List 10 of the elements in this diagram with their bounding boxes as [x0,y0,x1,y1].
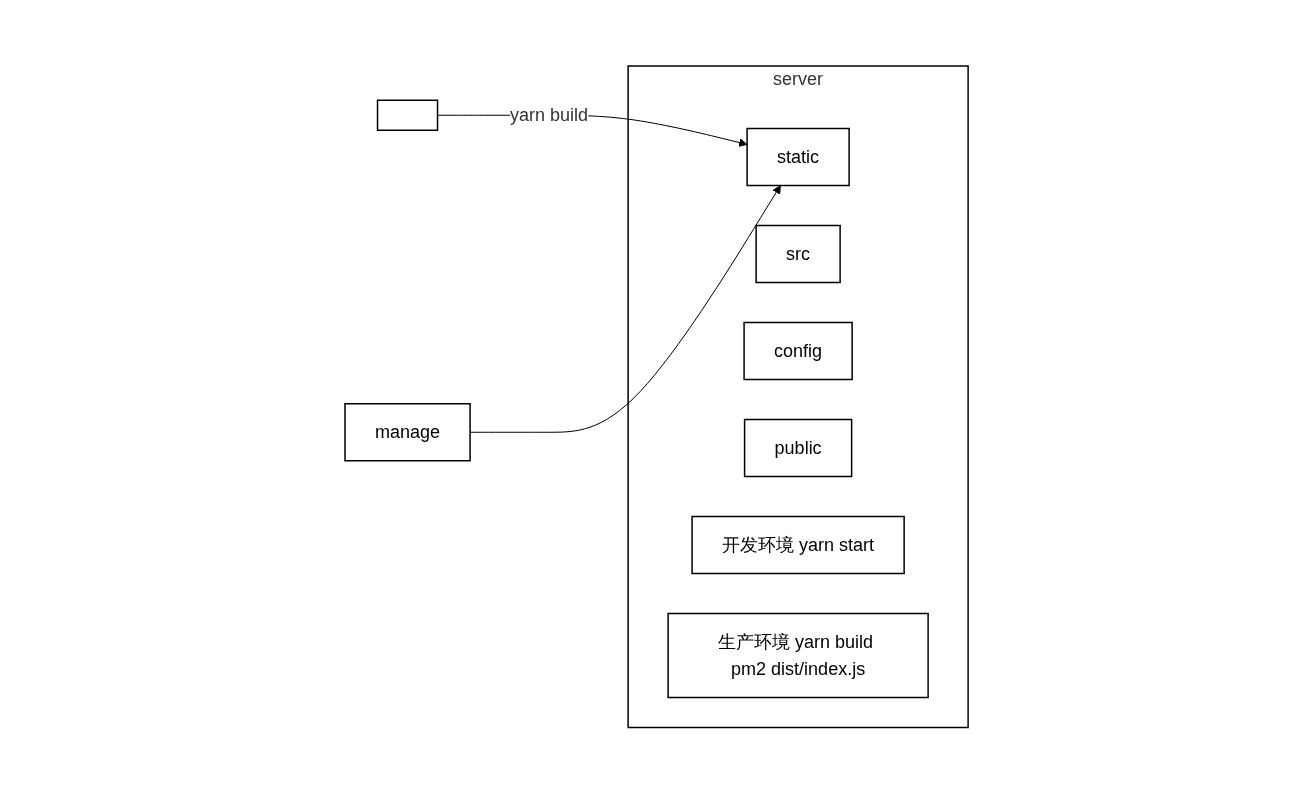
node-box [377,99,439,132]
arrow [470,185,782,433]
node-box: manage [344,403,472,462]
node-box: 开发环境 yarn start [691,516,906,575]
node-box: static [746,128,851,187]
node-box: public [744,419,853,478]
node-box: config [743,322,854,381]
edge-label: yarn build [510,105,589,125]
node-box: src [755,225,842,284]
node-box: 生产环境 yarn build pm2 dist/index.js [667,613,930,699]
